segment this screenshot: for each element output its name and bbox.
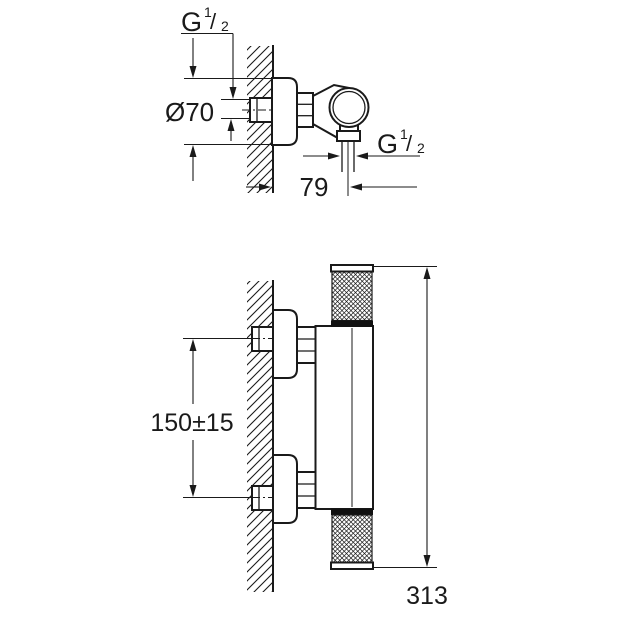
- upper-connection: [183, 309, 317, 379]
- arrowhead: [259, 183, 271, 191]
- dim-projection: 79: [246, 172, 417, 202]
- escutcheon: [272, 454, 298, 524]
- knob-flange: [331, 508, 373, 515]
- dim-label-escutcheon-diameter: Ø70: [165, 97, 214, 127]
- dim-hose-thread: G 1 / 2: [303, 126, 425, 160]
- dim-label-projection: 79: [300, 172, 329, 202]
- svg-text:1: 1: [400, 126, 408, 142]
- knurl-grip: [331, 270, 373, 322]
- arrowhead: [356, 152, 368, 160]
- shower-hose-outlet: [336, 130, 361, 196]
- arrowhead: [423, 555, 431, 567]
- svg-text:1: 1: [204, 4, 212, 20]
- knob-cap: [330, 561, 374, 570]
- escutcheon: [272, 309, 298, 379]
- upper-knob: [330, 264, 374, 327]
- swivel-nut: [296, 471, 317, 509]
- arrowhead: [227, 119, 235, 131]
- plan-view: 150±15 313: [150, 264, 448, 610]
- side-view: G 1 / 2 Ø70 G: [165, 4, 425, 202]
- dim-connection-spacing: 150±15: [150, 339, 234, 497]
- svg-text:2: 2: [417, 140, 425, 156]
- hose-nut: [336, 130, 361, 142]
- dim-label-connection-spacing: 150±15: [150, 409, 233, 437]
- handle-knob: [328, 87, 370, 128]
- knurl-grip: [331, 514, 373, 564]
- dim-label-overall-length: 313: [406, 582, 448, 610]
- thermostat-body: [314, 325, 374, 510]
- svg-text:/: /: [406, 131, 413, 156]
- escutcheon: [271, 77, 298, 146]
- dim-overall-length: 313: [373, 265, 448, 610]
- arrowhead: [423, 267, 431, 279]
- dim-label-hose-thread: G: [377, 129, 398, 159]
- arrowhead: [189, 485, 197, 497]
- arrowhead: [189, 339, 197, 351]
- lower-knob: [330, 508, 374, 570]
- arrowhead: [328, 152, 340, 160]
- knob-cap: [330, 264, 374, 273]
- dim-wall-thread: G 1 / 2: [181, 4, 251, 141]
- arrowhead: [350, 183, 362, 191]
- svg-text:/: /: [210, 9, 217, 34]
- swivel-nut: [296, 92, 314, 128]
- arrowhead: [229, 87, 237, 99]
- arrowhead: [189, 66, 197, 78]
- arrowhead: [189, 145, 197, 157]
- dim-label-wall-thread: G: [181, 7, 202, 37]
- svg-text:2: 2: [221, 18, 229, 34]
- dim-escutcheon-diameter: Ø70: [165, 38, 272, 181]
- knob-flange: [331, 320, 373, 327]
- swivel-nut: [296, 326, 317, 364]
- valve-body: [312, 83, 370, 139]
